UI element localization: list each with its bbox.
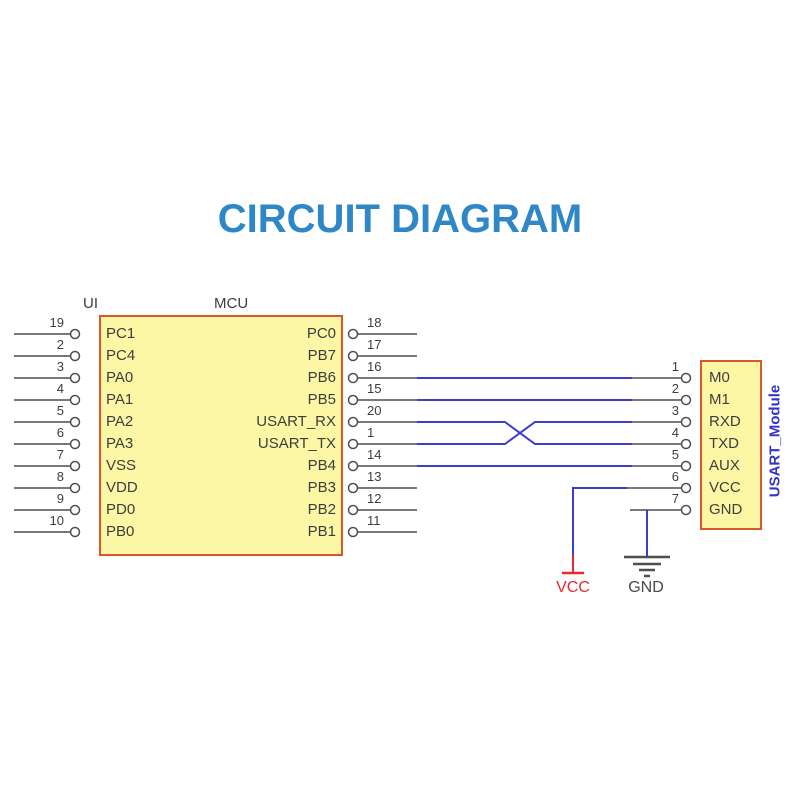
pin-label: M1 [709,391,730,408]
pin-label: PB7 [307,347,336,364]
pin-label: PB3 [307,479,336,496]
pin-number: 4 [56,381,64,396]
usart-module-name-label: USART_Module [766,384,784,498]
pin-number: 6 [56,425,64,440]
pin-number: 10 [49,513,64,528]
pin-label: PA2 [106,413,134,430]
pin-number: 12 [367,491,382,506]
pin-number: 7 [671,491,679,506]
net-usartrx-txd [417,421,632,445]
mcu-name-label: MCU [214,295,249,312]
pin-number: 5 [56,403,64,418]
pin-label: PB2 [307,501,336,518]
pin-label: TXD [709,435,739,452]
pin-label: PC1 [106,325,136,342]
pin-label: AUX [709,457,740,474]
pin-number: 5 [671,447,679,462]
mcu-left-pin-wires [14,333,70,533]
mcu-ref-label: UI [83,295,98,312]
pin-number: 17 [367,337,382,352]
pin-label: RXD [709,413,741,430]
pin-label: PC0 [306,325,336,342]
pin-label: PB5 [307,391,336,408]
gnd-label: GND [628,579,664,596]
pin-label: M0 [709,369,730,386]
pin-number: 2 [56,337,64,352]
pin-number: 16 [367,359,382,374]
pin-number: 11 [367,513,381,528]
pin-label: PC4 [106,347,136,364]
pin-number: 8 [56,469,64,484]
vcc-symbol [562,555,584,575]
pin-label: PB1 [307,523,336,540]
pin-number: 7 [56,447,64,462]
pin-number: 1 [367,425,375,440]
pin-number: 20 [367,403,382,418]
pin-number: 6 [671,469,679,484]
pin-label: PD0 [106,501,136,518]
mcu-right-pin-stubs [358,333,417,533]
mcu-box [99,315,343,556]
pin-label: VCC [709,479,741,496]
pin-label: GND [709,501,743,518]
mcu-right-pin-terminals [347,328,359,538]
ground-symbol [624,555,670,578]
pin-label: PA0 [106,369,134,386]
pin-number: 9 [56,491,64,506]
pin-label: PB4 [307,457,336,474]
pin-label: VSS [106,457,137,474]
pin-label: PA3 [106,435,134,452]
pin-label: USART_RX [256,413,336,430]
vcc-label: VCC [556,579,590,596]
pin-number: 1 [671,359,679,374]
pin-label: VDD [106,479,138,496]
module-pin-stubs [627,377,681,511]
pin-number: 2 [671,381,679,396]
pin-label: PB6 [307,369,336,386]
module-pin-terminals [680,372,692,516]
pin-number: 19 [49,315,64,330]
pin-number: 4 [671,425,679,440]
pin-label: PB0 [106,523,135,540]
page-title: CIRCUIT DIAGRAM [217,197,583,241]
pin-number: 14 [367,447,382,462]
net-usarttx-rxd [417,421,632,445]
pin-label: USART_TX [257,435,336,452]
mcu-left-pin-terminals [69,328,81,538]
pin-number: 3 [56,359,64,374]
pin-label: PA1 [106,391,134,408]
pin-number: 18 [367,315,382,330]
pin-number: 3 [671,403,679,418]
pin-number: 13 [367,469,382,484]
net-vcc [572,487,627,557]
usart-module-box [700,360,762,530]
pin-number: 15 [367,381,382,396]
